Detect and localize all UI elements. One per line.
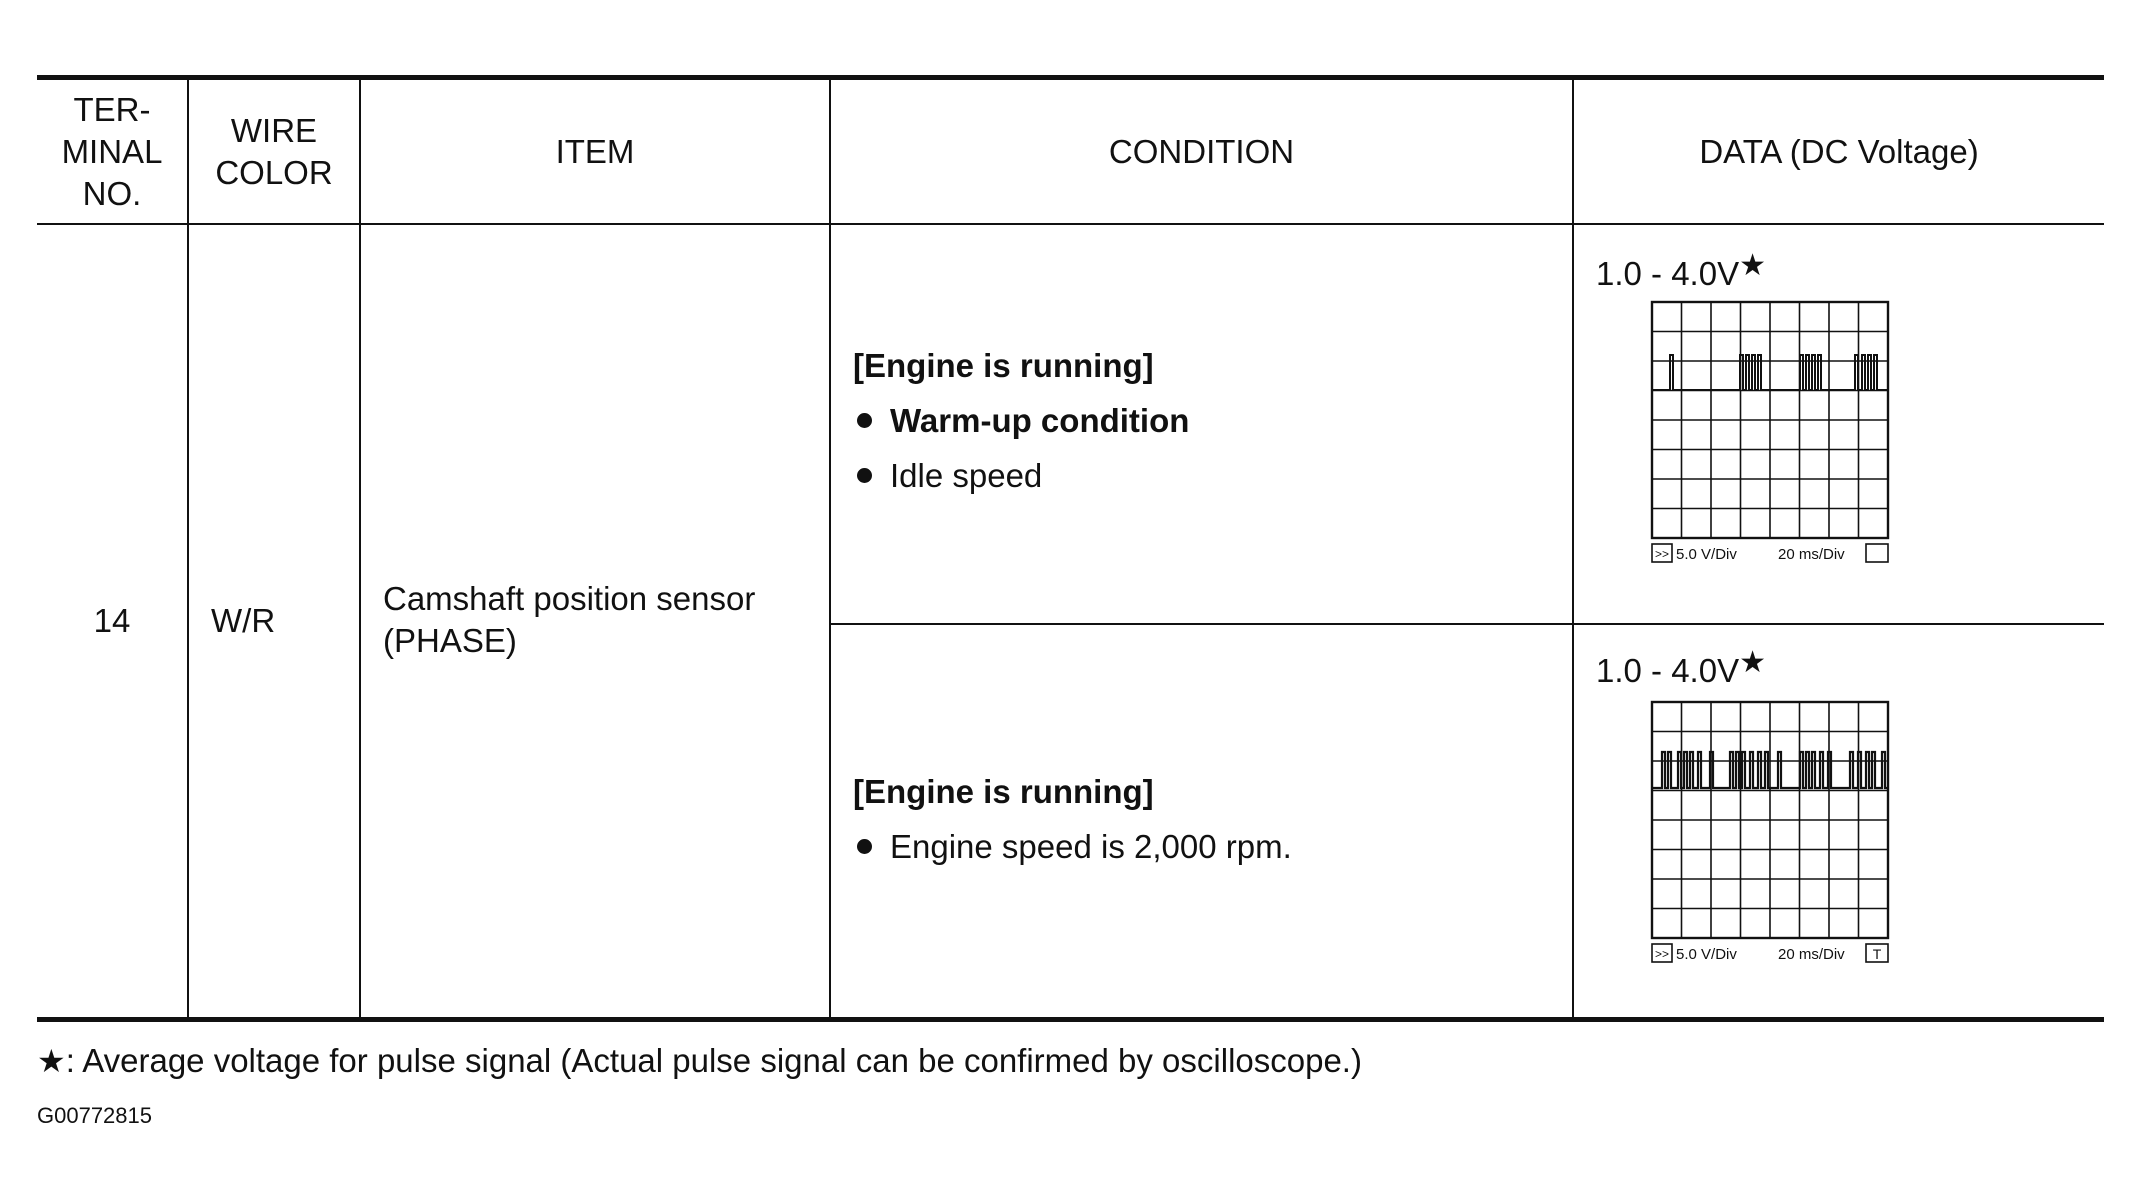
terminal-number: 14 (93, 602, 131, 639)
bullet-dot-icon (857, 468, 872, 483)
column-divider-2 (359, 78, 361, 1019)
condition-2-title: [Engine is running] (853, 773, 1154, 810)
scope-grid (1650, 700, 1890, 940)
item-name: Camshaft position sensor (PHASE) (383, 580, 756, 659)
voltage-value-2: 1.0 - 4.0V (1596, 652, 1740, 689)
voltage-label-2: 1.0 - 4.0V★ (1596, 643, 1766, 691)
condition-1-bullet-2-text: Idle speed (890, 457, 1043, 494)
bullet-dot-icon (857, 413, 872, 428)
star-icon: ★ (1739, 249, 1766, 282)
scope-trace (1652, 750, 1888, 790)
scope-volt-div: 5.0 V/Div (1676, 946, 1737, 963)
condition-1-bullet-2: Idle speed (853, 448, 1189, 503)
figure-code: G00772815 (37, 1103, 152, 1128)
oscilloscope-waveform-idle: >> 5.0 V/Div 20 ms/Div (1650, 300, 1890, 563)
condition-1-title: [Engine is running] (853, 347, 1154, 384)
voltage-label-1: 1.0 - 4.0V★ (1596, 246, 1766, 294)
table-top-border (37, 75, 2104, 80)
scope-trace (1652, 354, 1888, 391)
scope-time-div: 20 ms/Div (1778, 946, 1845, 963)
header-terminal-no: TER- MINAL NO. (61, 90, 163, 212)
scope-time-div: 20 ms/Div (1778, 546, 1845, 563)
header-condition: CONDITION (1108, 132, 1295, 170)
star-icon: ★ (37, 1043, 66, 1079)
star-icon: ★ (1739, 646, 1766, 679)
condition-2-bullet-1-text: Engine speed is 2,000 rpm. (890, 828, 1292, 865)
header-item: ITEM (555, 132, 635, 170)
header-wire-color: WIRE COLOR (215, 111, 333, 191)
column-divider-3 (829, 78, 831, 1019)
voltage-value-1: 1.0 - 4.0V (1596, 255, 1740, 292)
header-data: DATA (DC Voltage) (1699, 132, 1979, 170)
scope-trigger-mark: T (1873, 946, 1882, 962)
condition-2: [Engine is running] Engine speed is 2,00… (853, 764, 1292, 874)
footnote: ★: Average voltage for pulse signal (Act… (37, 1040, 1362, 1082)
column-divider-4 (1572, 78, 1574, 1019)
oscilloscope-waveform-2000rpm: >> 5.0 V/Div 20 ms/Div T (1650, 700, 1890, 963)
condition-1: [Engine is running] Warm-up condition Id… (853, 338, 1189, 503)
condition-1-bullet-1-text: Warm-up condition (890, 402, 1190, 439)
column-divider-1 (187, 78, 189, 1019)
condition-1-bullet-1: Warm-up condition (853, 393, 1189, 448)
condition-2-bullet-1: Engine speed is 2,000 rpm. (853, 819, 1292, 874)
condition-row-divider (829, 623, 2104, 625)
scope-run-icon: >> (1655, 947, 1669, 961)
scope-volt-div: 5.0 V/Div (1676, 546, 1737, 563)
scope-grid (1650, 300, 1890, 540)
wire-color-value: W/R (211, 602, 276, 639)
footnote-text: : Average voltage for pulse signal (Actu… (65, 1042, 1362, 1079)
header-bottom-border (37, 223, 2104, 225)
bullet-dot-icon (857, 839, 872, 854)
scope-run-icon: >> (1655, 547, 1669, 561)
table-bottom-border (37, 1017, 2104, 1022)
